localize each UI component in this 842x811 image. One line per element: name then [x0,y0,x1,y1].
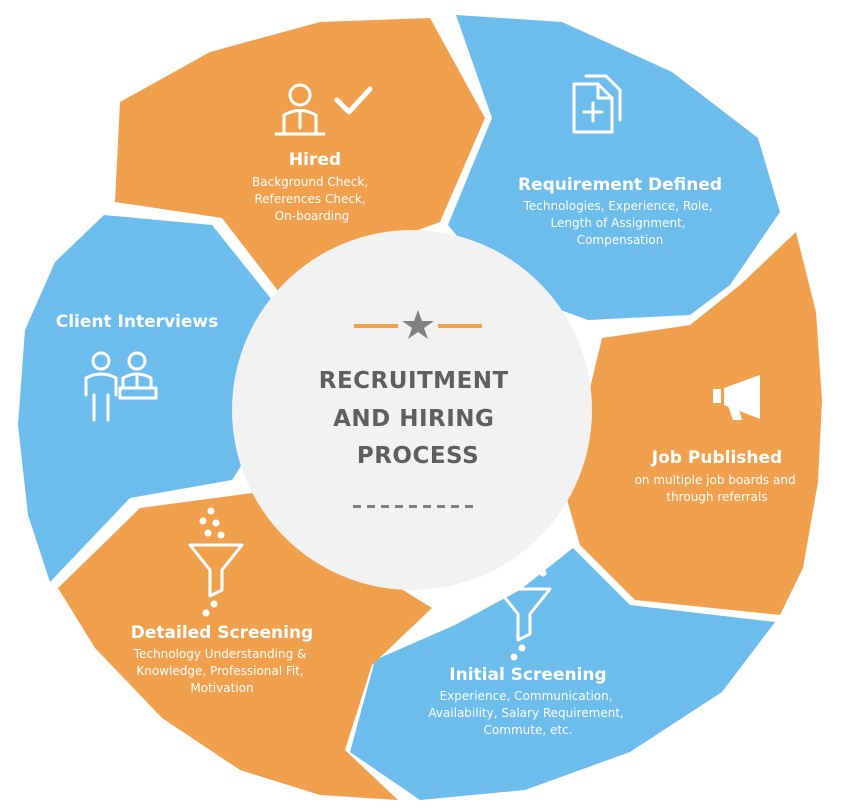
step-detailed-screening-title: Detailed Screening [131,623,313,643]
step-detailed-screening-desc: Technology Understanding & Knowledge, Pr… [133,647,310,695]
step-initial-screening-desc: Experience, Communication, Availability,… [428,689,627,737]
step-hired-desc-line: References Check, [254,192,365,206]
ornament-dash [395,505,403,508]
ornament-dash [367,505,375,508]
center-title-line-3: PROCESS [357,443,479,469]
documents-add-icon [572,74,622,134]
segment-initial-screening [350,548,775,800]
step-requirement-defined-desc-line: Technologies, Experience, Role, [523,199,713,213]
ornament-dash [381,505,389,508]
ornament-line-right [438,324,482,328]
center-title-line-1: RECRUITMENT [319,368,509,394]
step-detailed-screening-desc-line: Knowledge, Professional Fit, [136,664,303,678]
funnel-icon [496,554,553,661]
center-title: RECRUITMENT AND HIRING PROCESS [319,368,518,469]
center-circle [232,230,592,590]
step-requirement-defined-desc-line: Length of Assignment, [551,216,686,230]
segment-requirement-defined [448,15,780,320]
ornament-dash [353,505,361,508]
ornament-line-left [354,324,398,328]
step-requirement-defined-desc-line: Compensation [577,233,664,247]
ornament-dash [465,505,473,508]
step-hired-desc-line: Background Check, [252,175,368,189]
step-client-interviews-title: Client Interviews [56,312,219,332]
step-hired-desc-line: On-boarding [275,209,350,223]
ornament-dash [409,505,417,508]
step-initial-screening-desc-line: Availability, Salary Requirement, [428,706,624,720]
step-initial-screening-desc-line: Commute, etc. [484,723,573,737]
step-requirement-defined-desc: Technologies, Experience, Role, Length o… [523,199,717,247]
segment-job-published [558,232,822,615]
step-detailed-screening-desc-line: Motivation [190,681,253,695]
ornament-dash [451,505,459,508]
center-title-line-2: AND HIRING [333,406,494,432]
interview-people-icon [84,351,158,422]
step-initial-screening-desc-line: Experience, Communication, [440,689,613,703]
step-job-published-desc-line: through referrals [666,490,767,504]
step-initial-screening-title: Initial Screening [449,665,606,685]
step-hired-title: Hired [289,150,341,170]
step-requirement-defined-title: Requirement Defined [518,175,722,195]
hire-approve-icon [274,83,373,136]
megaphone-icon [713,375,760,420]
step-hired-desc: Background Check, References Check, On-b… [252,175,372,223]
funnel-icon [188,507,244,617]
step-job-published-title: Job Published [651,448,782,468]
center-ornament-top [354,310,482,339]
star-icon [402,310,434,339]
step-job-published-desc-line: on multiple job boards and [635,473,796,487]
ornament-dash [423,505,431,508]
step-job-published-desc: on multiple job boards and through refer… [635,473,800,504]
center-ornament-bottom [353,505,473,508]
segment-hired [115,18,485,300]
ornament-dash [437,505,445,508]
step-detailed-screening-desc-line: Technology Understanding & [133,647,307,661]
